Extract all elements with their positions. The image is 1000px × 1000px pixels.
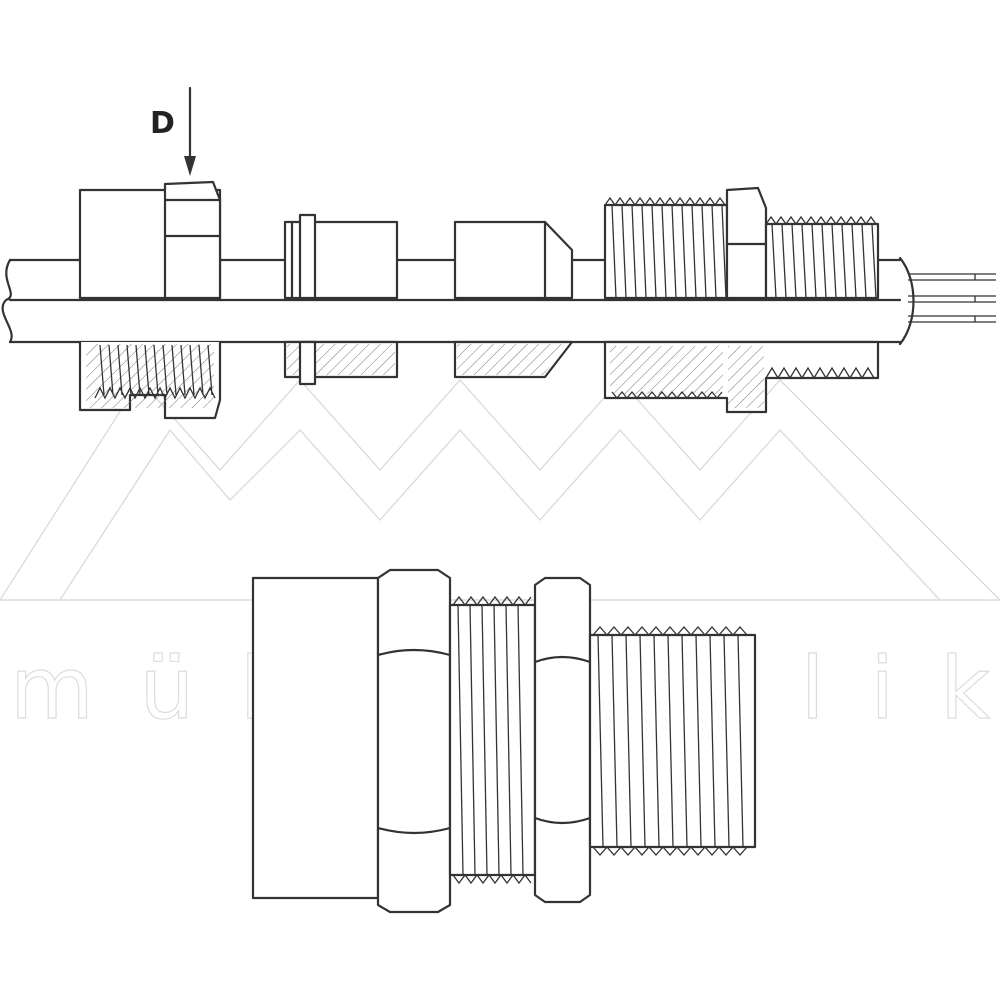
assembled-nut	[376, 568, 452, 914]
entry-thread-line-8	[709, 634, 716, 848]
exploded-view: D	[1, 86, 996, 420]
cable-wires	[908, 273, 996, 323]
cap-nut	[78, 180, 222, 420]
mid-thread-lines	[452, 595, 532, 885]
entry-thread-line-1	[611, 634, 618, 848]
entry-thread-line-6	[681, 634, 688, 848]
entry-thread-line-4	[653, 634, 660, 848]
mid-thread-line-1	[469, 604, 476, 876]
mid-thread-line-0	[457, 604, 464, 876]
watermark-logo	[0, 378, 1000, 601]
assembled-body-hex	[533, 576, 592, 904]
entry-thread-line-3	[639, 634, 646, 848]
entry-thread-line-crests	[592, 626, 748, 856]
clamping-cone	[453, 220, 574, 379]
entry-thread-line-7	[695, 634, 702, 848]
entry-thread-line-2	[625, 634, 632, 848]
seal	[283, 213, 399, 386]
entry-thread-line-9	[723, 634, 730, 848]
assembled-cap	[251, 576, 380, 900]
mid-thread-line-2	[481, 604, 488, 876]
mid-thread-line-3	[493, 604, 500, 876]
entry-thread-line-5	[667, 634, 674, 848]
assembled-view	[251, 568, 757, 914]
entry-thread-line-0	[597, 634, 604, 848]
gland-body	[603, 186, 880, 414]
dimension-arrowhead	[184, 156, 196, 176]
entry-thread-line-10	[737, 634, 744, 848]
dimension-label: D	[150, 106, 175, 141]
mid-thread-line-crests	[452, 595, 532, 885]
entry-thread-lines	[592, 626, 748, 856]
mid-thread-line-5	[517, 604, 524, 876]
mid-thread-line-4	[505, 604, 512, 876]
